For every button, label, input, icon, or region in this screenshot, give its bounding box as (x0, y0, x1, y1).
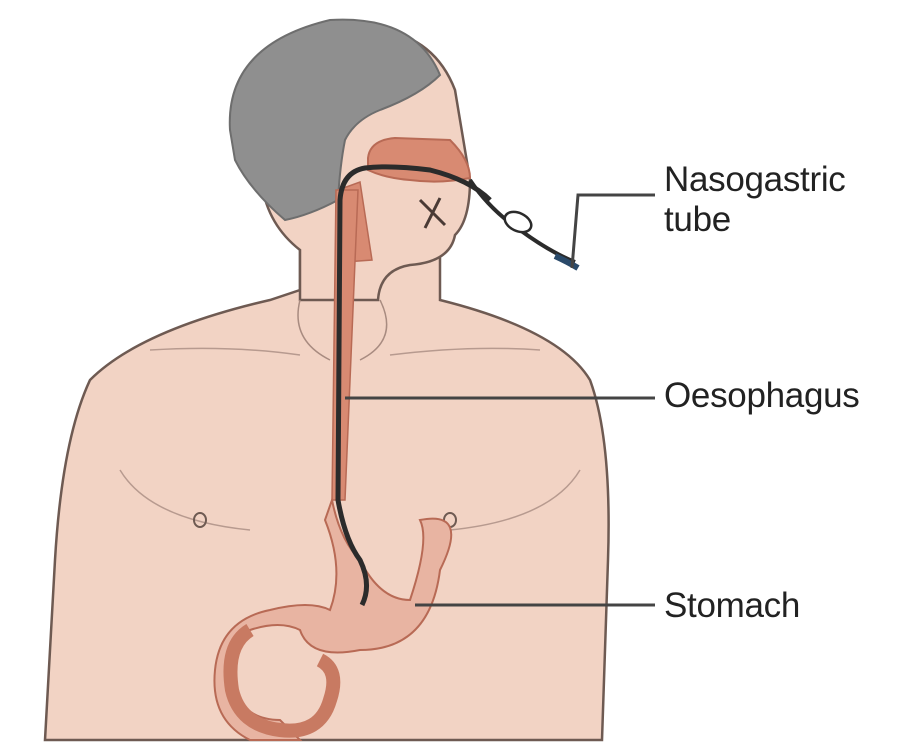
label-nasogastric-tube: Nasogastric tube (664, 160, 846, 240)
nasal-cavity (368, 138, 470, 182)
tube-connector (502, 208, 535, 236)
label-stomach: Stomach (664, 586, 800, 626)
label-nasogastric-line1: Nasogastric (664, 160, 846, 200)
label-oesophagus: Oesophagus (664, 376, 859, 416)
leader-nasogastric (572, 195, 655, 268)
label-nasogastric-line2: tube (664, 200, 846, 240)
